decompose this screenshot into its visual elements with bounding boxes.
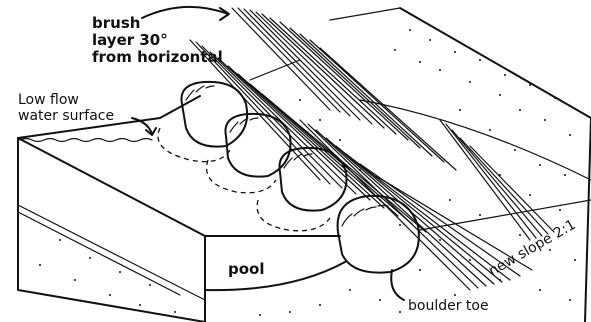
boulder-toe-label: boulder toe bbox=[408, 298, 489, 314]
boulder-1 bbox=[158, 82, 247, 162]
water-label-line2: water surface bbox=[18, 108, 114, 124]
water-label-line1: Low flow bbox=[18, 92, 79, 108]
boulder-2 bbox=[207, 114, 291, 193]
brush-callout-arrow bbox=[142, 7, 229, 20]
water-surface-label: Low flow water surface bbox=[18, 92, 114, 124]
boulder-callout-leader bbox=[391, 270, 404, 300]
brush-layer-upper bbox=[232, 8, 456, 170]
brush-layer-label: brush layer 30° from horizontal bbox=[92, 14, 223, 66]
boulder-4 bbox=[338, 196, 419, 273]
pool-label: pool bbox=[228, 260, 265, 278]
brush-layer-right bbox=[440, 120, 554, 240]
brush-label-line2: layer 30° bbox=[92, 31, 168, 49]
brush-label-line1: brush bbox=[92, 14, 140, 32]
brush-label-line3: from horizontal bbox=[92, 48, 223, 66]
